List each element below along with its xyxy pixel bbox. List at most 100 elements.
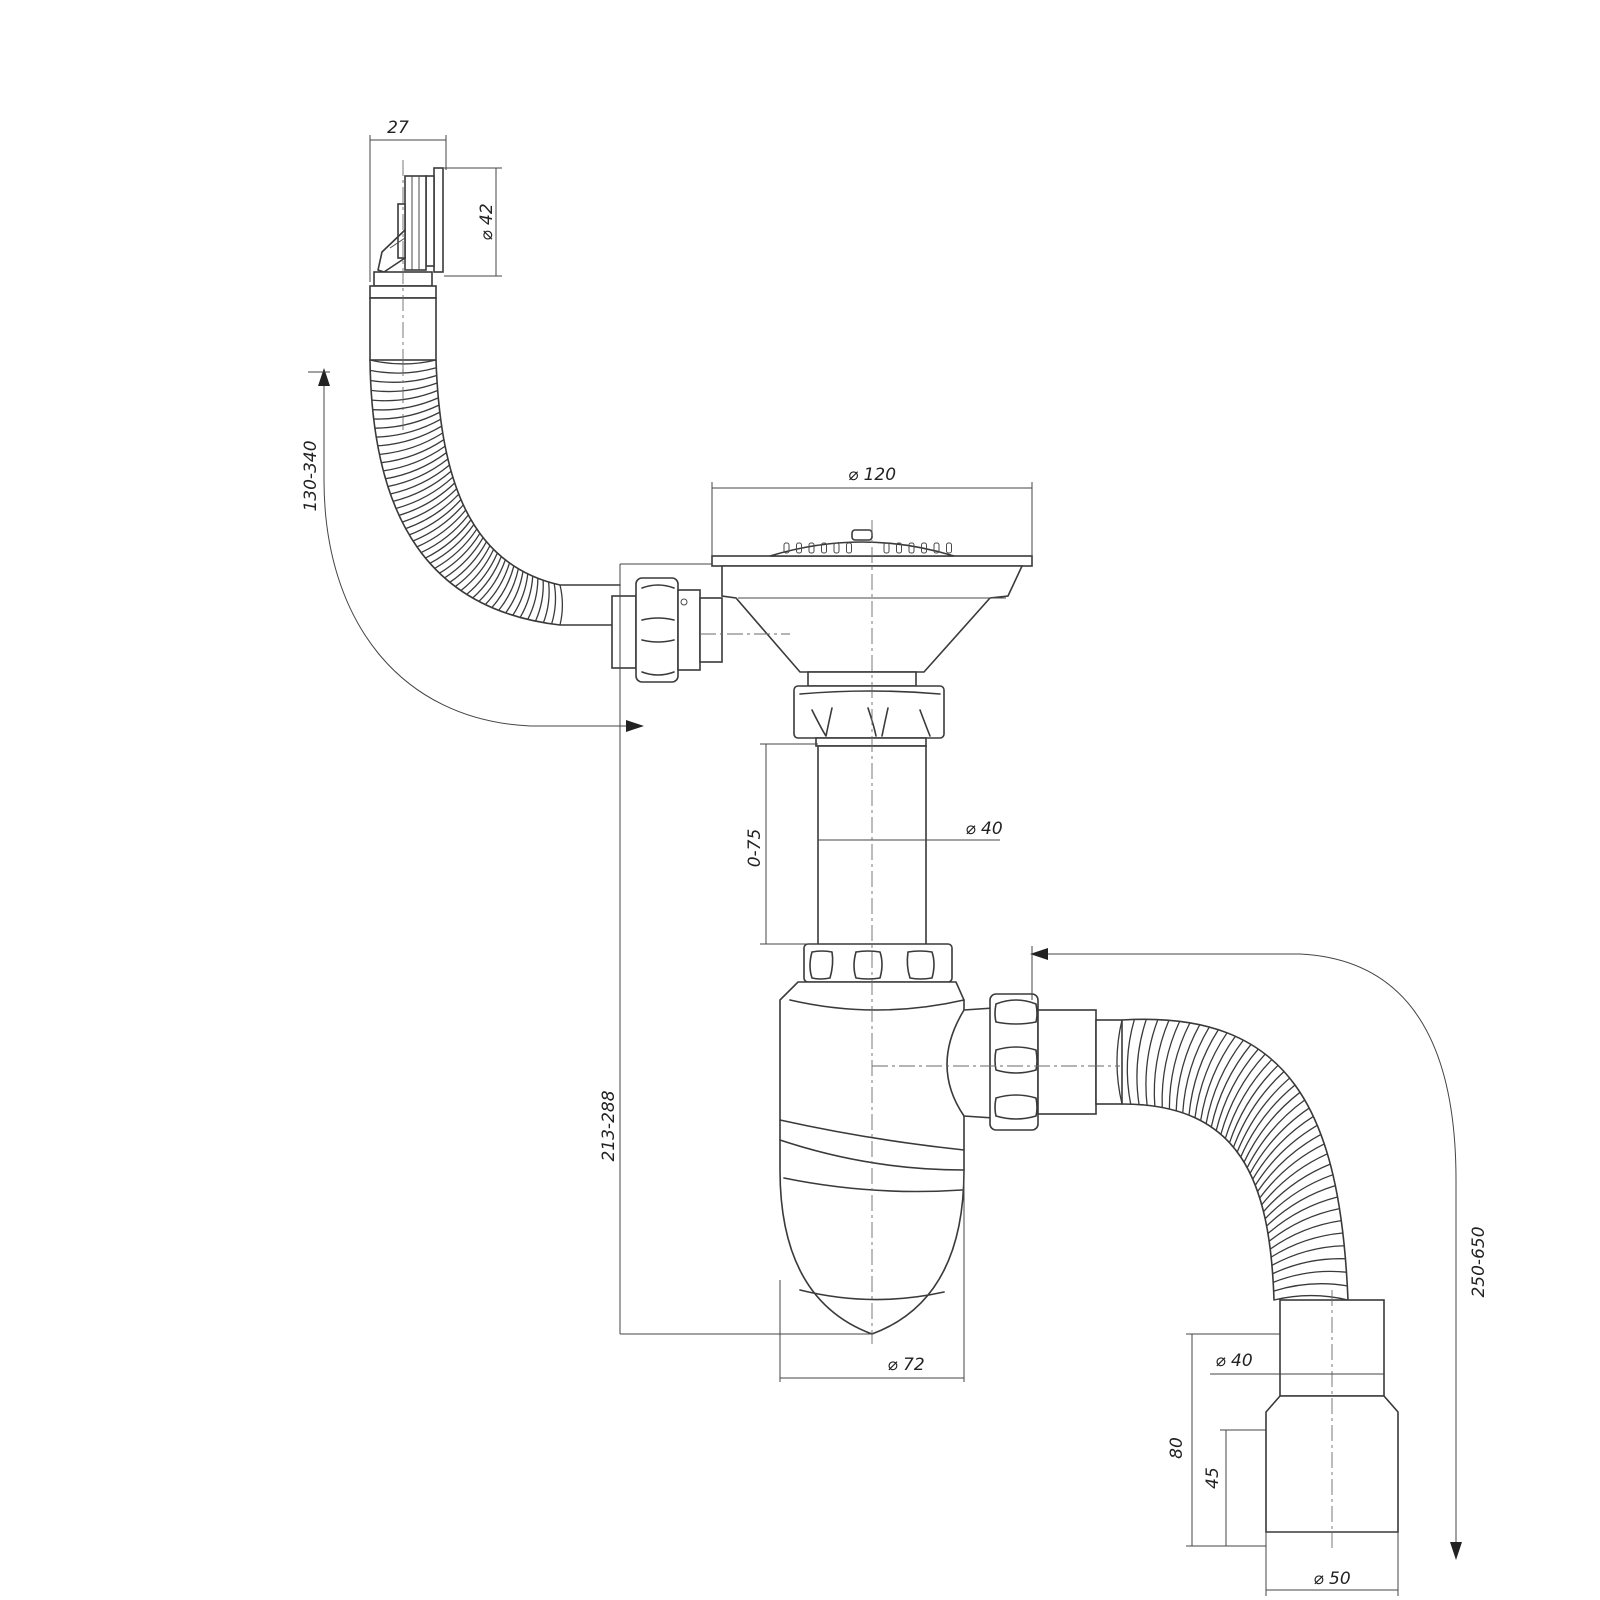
bottle-trap bbox=[779, 981, 995, 1335]
hose-rib bbox=[1228, 1064, 1279, 1143]
hose-rib bbox=[1264, 1174, 1334, 1220]
hose-rib bbox=[1261, 1153, 1328, 1206]
hose-rib bbox=[1153, 1020, 1170, 1107]
hose-rib bbox=[1210, 1044, 1252, 1128]
hose-rib bbox=[498, 568, 519, 611]
hose-rib bbox=[420, 514, 469, 554]
hose-rib bbox=[392, 470, 452, 502]
hose-rib bbox=[1273, 1294, 1349, 1301]
hose-rib bbox=[466, 552, 498, 595]
hose-rib bbox=[460, 549, 495, 592]
strainer-hole bbox=[846, 542, 852, 554]
dimension-lines bbox=[308, 135, 1462, 1596]
hose-rib bbox=[1259, 1143, 1325, 1199]
dim-outlet-width: 27 bbox=[387, 118, 409, 138]
hose-rib bbox=[484, 562, 511, 606]
hose-rib bbox=[1232, 1071, 1285, 1148]
hose-rib bbox=[1220, 1053, 1266, 1135]
hose-rib bbox=[434, 528, 478, 569]
hose-rib bbox=[449, 541, 488, 583]
hose-rib bbox=[381, 439, 445, 464]
hose-rib bbox=[390, 464, 450, 495]
hose-rib bbox=[1272, 1258, 1346, 1275]
drain-hose-ribs bbox=[1116, 1019, 1349, 1301]
strainer-hole bbox=[883, 542, 890, 554]
dimension-labels: 27 ⌀ 42 130-340 ⌀ 120 0-75 ⌀ 40 213-288 … bbox=[301, 118, 1489, 1589]
hose-rib bbox=[1252, 1115, 1314, 1180]
trap-coupling-nut bbox=[803, 943, 953, 983]
hose-rib bbox=[1272, 1270, 1347, 1283]
hose-rib bbox=[491, 565, 515, 609]
dim-socket-length: 45 bbox=[1203, 1467, 1223, 1489]
dim-drain-hose-length: 250-650 bbox=[1469, 1226, 1489, 1297]
hose-rib bbox=[1267, 1196, 1338, 1235]
hose-rib bbox=[1194, 1032, 1228, 1118]
drain-corrugated-hose bbox=[1116, 1018, 1349, 1301]
strainer-hole bbox=[796, 542, 802, 554]
overflow-connector-nut bbox=[611, 577, 723, 683]
dim-strainer-diameter: ⌀ 120 bbox=[848, 465, 896, 485]
drain-outlet-socket bbox=[1265, 1299, 1399, 1533]
hose-rib bbox=[374, 411, 441, 429]
hose-rib bbox=[425, 519, 472, 559]
strainer-hole bbox=[933, 542, 940, 554]
hose-rib bbox=[1188, 1029, 1219, 1116]
hose-rib bbox=[1116, 1019, 1123, 1105]
hose-rib bbox=[472, 556, 502, 599]
dim-socket-diameter: ⌀ 50 bbox=[1313, 1569, 1350, 1589]
hose-rib bbox=[512, 573, 529, 616]
hose-rib bbox=[1271, 1245, 1345, 1266]
hose-rib bbox=[1240, 1084, 1296, 1158]
overflow-hose-ribs bbox=[369, 359, 564, 626]
strainer-coupling-nut bbox=[793, 685, 945, 747]
hose-rib bbox=[478, 559, 506, 602]
hose-rib bbox=[1175, 1024, 1201, 1111]
hose-rib bbox=[383, 445, 446, 472]
hose-rib bbox=[371, 389, 438, 402]
hose-rib bbox=[1246, 1099, 1306, 1168]
hose-rib bbox=[416, 509, 467, 548]
dim-outlet-pipe-diameter: ⌀ 40 bbox=[1215, 1351, 1252, 1371]
hose-rib bbox=[395, 476, 454, 510]
hose-rib bbox=[551, 583, 557, 625]
hose-rib bbox=[1257, 1133, 1322, 1192]
hose-rib bbox=[377, 425, 442, 447]
hose-rib bbox=[1161, 1021, 1181, 1108]
strainer-holes bbox=[783, 542, 952, 554]
hose-rib bbox=[371, 382, 438, 393]
hose-rib bbox=[373, 404, 440, 420]
dim-outlet-diameter: ⌀ 42 bbox=[477, 203, 497, 240]
hose-rib bbox=[454, 545, 491, 588]
hose-rib bbox=[370, 374, 437, 383]
hose-rib bbox=[1269, 1219, 1342, 1250]
hose-rib bbox=[439, 533, 481, 574]
dim-overflow-hose-length: 130-340 bbox=[301, 440, 321, 511]
hose-rib bbox=[1126, 1019, 1136, 1105]
hose-rib bbox=[1254, 1124, 1318, 1186]
hose-rib bbox=[385, 452, 447, 480]
trap-outlet-nut bbox=[989, 993, 1123, 1131]
hose-rib bbox=[444, 537, 484, 579]
sink-strainer bbox=[711, 529, 1033, 687]
hose-rib bbox=[398, 482, 456, 516]
hose-rib bbox=[1136, 1019, 1147, 1105]
hose-rib bbox=[559, 584, 564, 626]
overflow-corrugated-hose bbox=[369, 359, 621, 626]
hose-rib bbox=[542, 581, 550, 623]
dim-outlet-length: 80 bbox=[1167, 1437, 1187, 1459]
hose-rib bbox=[1268, 1207, 1340, 1242]
dim-pipe-diameter: ⌀ 40 bbox=[965, 819, 1002, 839]
strainer-hole bbox=[908, 542, 915, 554]
dim-pipe-extension: 0-75 bbox=[745, 829, 765, 868]
hose-rib bbox=[372, 397, 439, 411]
hose-rib bbox=[387, 458, 449, 488]
hose-rib bbox=[429, 524, 475, 564]
hose-rib bbox=[1215, 1048, 1259, 1131]
hose-rib bbox=[412, 504, 464, 542]
hose-rib bbox=[1270, 1232, 1343, 1258]
hose-rib bbox=[534, 580, 544, 622]
hose-rib bbox=[1236, 1077, 1291, 1153]
hose-rib bbox=[1266, 1185, 1336, 1227]
hose-rib bbox=[505, 571, 524, 614]
hose-rib bbox=[402, 488, 458, 523]
